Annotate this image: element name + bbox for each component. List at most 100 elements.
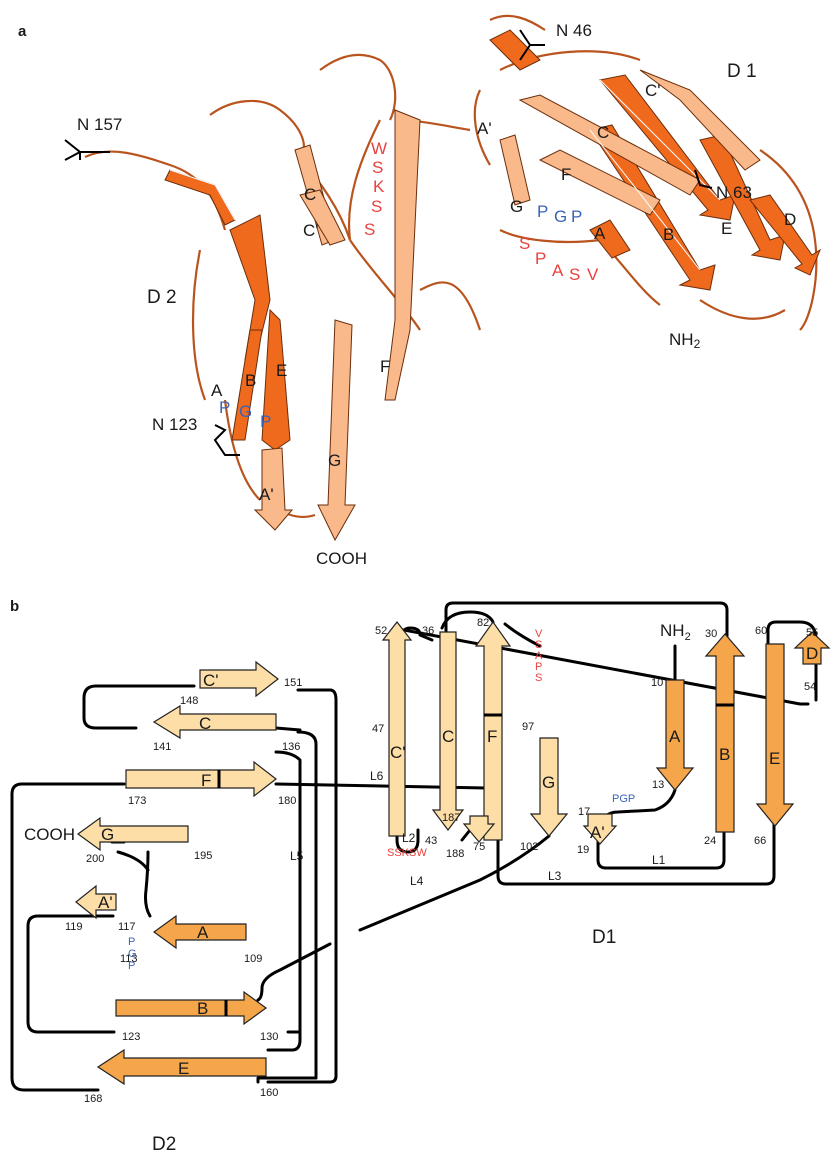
d1b-strand-Cp [383,622,411,836]
svg-text:L6: L6 [370,769,384,783]
svg-text:E: E [769,749,780,768]
svg-text:102: 102 [520,841,538,853]
glyco-n157-label: N 157 [77,115,122,134]
svg-text:P: P [219,398,230,417]
d1a-strand-G: G [510,197,523,216]
svg-text:G: G [128,948,137,960]
svg-text:G: G [101,825,114,844]
svg-text:66: 66 [754,835,766,847]
svg-text:17: 17 [578,806,590,818]
d1a-strand-Cp: C' [645,81,661,100]
svg-text:P: P [128,960,135,972]
svg-text:C: C [199,714,211,733]
svg-text:V: V [587,265,599,284]
vsaps-motif: V S A P S [535,628,543,684]
svg-text:B: B [197,999,208,1018]
svg-text:B: B [719,745,730,764]
svg-text:47: 47 [372,723,384,735]
d1b-strand-B [706,634,744,832]
svg-text:97: 97 [522,721,534,733]
svg-text:148: 148 [180,695,198,707]
svg-text:P: P [128,936,135,948]
svg-text:W: W [371,139,387,158]
svg-text:117: 117 [118,921,136,933]
svg-text:52: 52 [375,625,387,637]
svg-text:19: 19 [577,844,589,856]
svg-text:188: 188 [446,848,464,860]
svg-text:L5: L5 [290,849,304,863]
svg-text:C: C [442,727,454,746]
d1-label-b: D1 [592,927,616,948]
svg-text:130: 130 [260,1031,278,1043]
svg-text:75: 75 [473,841,485,853]
d2-label-a: D 2 [147,287,177,308]
svg-text:54: 54 [804,681,816,693]
svg-text:151: 151 [284,677,302,689]
d2b-strand-C [154,706,276,738]
pgp-d2-motif: P G P [128,936,137,972]
ssksw-motif: SSKSW [387,847,427,859]
d1-label-a: D 1 [727,61,757,82]
svg-text:K: K [373,177,385,196]
svg-text:82: 82 [477,617,489,629]
svg-text:S: S [519,234,530,253]
svg-text:G: G [542,773,555,792]
svg-text:A: A [552,261,564,280]
d2a-strand-Ap: A' [259,485,274,504]
d1a-strand-Ap: A' [477,119,492,138]
svg-text:F: F [201,771,211,790]
svg-text:10: 10 [651,677,663,689]
svg-text:L2: L2 [402,831,416,845]
svg-text:A: A [197,923,209,942]
d1a-strand-C: C [597,123,609,142]
svg-text:195: 195 [194,850,212,862]
svg-text:L1: L1 [652,853,666,867]
d1a-strand-F: F [561,165,571,184]
svg-text:D: D [806,644,818,663]
svg-text:L3: L3 [548,869,562,883]
svg-text:S: S [535,672,542,684]
svg-text:123: 123 [122,1031,140,1043]
d1a-strand-D: D [784,210,796,229]
d1a-strand-B: B [663,225,674,244]
cooh-label-a: COOH [316,549,367,568]
svg-text:160: 160 [260,1087,278,1099]
svg-text:P: P [260,412,271,431]
svg-text:S: S [569,265,580,284]
linker-motif-a: W S K S S [364,139,387,239]
panel-a-ribbon [85,16,820,540]
svg-text:G: G [554,207,567,226]
svg-text:A: A [669,727,681,746]
svg-text:60: 60 [755,625,767,637]
svg-text:E: E [178,1059,189,1078]
svg-text:141: 141 [153,741,171,753]
svg-text:P: P [537,202,548,221]
d2b-strand-G [78,818,188,850]
d2a-strand-C: C [304,185,316,204]
glyco-n46-label: N 46 [556,21,592,40]
d2a-strand-B: B [245,371,256,390]
svg-text:F: F [487,727,497,746]
d2a-strand-E: E [276,361,287,380]
svg-text:G: G [239,402,252,421]
svg-text:36: 36 [422,625,434,637]
svg-text:P: P [535,249,546,268]
d2a-strand-G: G [328,451,341,470]
svg-text:173: 173 [128,795,146,807]
d2-strands-b [76,662,494,1084]
svg-text:24: 24 [704,835,716,847]
svg-text:S: S [371,197,382,216]
svg-text:43: 43 [425,835,437,847]
svg-text:A': A' [590,823,605,842]
d1a-strand-E: E [721,219,732,238]
glyco-n63-label: N 63 [716,183,752,202]
svg-text:S: S [364,220,375,239]
panel-a-letter: a [18,23,27,40]
svg-text:C': C' [203,671,219,690]
d2-label-b: D2 [152,1134,176,1155]
svg-text:200: 200 [86,853,104,865]
nh2-label-b: NH2 [660,621,691,643]
svg-text:30: 30 [705,628,717,640]
d1b-strand-E [757,644,793,826]
